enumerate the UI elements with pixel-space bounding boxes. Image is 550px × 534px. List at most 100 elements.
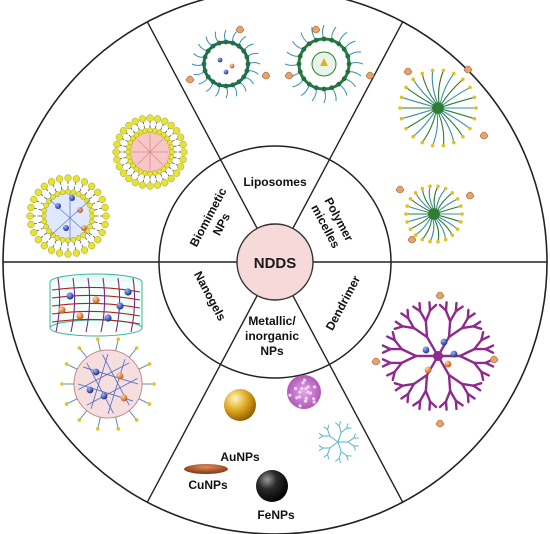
chain-end bbox=[405, 204, 409, 208]
pore bbox=[293, 386, 298, 391]
head-group bbox=[244, 54, 250, 60]
lipid-head bbox=[30, 195, 38, 204]
head-group bbox=[345, 69, 351, 75]
twig bbox=[327, 429, 331, 437]
twig bbox=[347, 437, 355, 443]
micelle-chain bbox=[442, 86, 471, 106]
dendrimer-branch bbox=[428, 400, 432, 411]
dendrimer-branch bbox=[412, 399, 422, 407]
gel-fiber bbox=[130, 277, 136, 333]
lipid-head bbox=[130, 162, 136, 169]
lipid-head bbox=[125, 154, 132, 160]
micelle-chain bbox=[415, 218, 431, 236]
chain-end bbox=[420, 186, 425, 191]
dendrimer-branch bbox=[448, 310, 458, 323]
dendrimer-branch bbox=[381, 358, 392, 365]
dendrimer-branch bbox=[424, 389, 432, 403]
pore bbox=[298, 390, 302, 394]
lipid-head bbox=[127, 139, 134, 146]
chain-end bbox=[474, 106, 478, 110]
lipid-head bbox=[161, 179, 169, 187]
dendrimer-branch bbox=[401, 325, 416, 330]
micelle-chain bbox=[439, 73, 455, 103]
micelle-chain bbox=[438, 198, 458, 212]
lipid-head bbox=[87, 223, 93, 230]
chain-end bbox=[459, 204, 463, 208]
center-label: NDDS bbox=[254, 255, 297, 272]
lipid-head bbox=[179, 140, 187, 149]
dendrimer-branch bbox=[458, 347, 476, 358]
gel-crosslink bbox=[86, 362, 114, 414]
lipid-head bbox=[138, 115, 147, 123]
dendrimer-branch bbox=[447, 319, 452, 339]
lipid-head bbox=[41, 218, 48, 225]
lipid-head bbox=[133, 132, 140, 138]
head-group bbox=[313, 85, 319, 91]
divider-line bbox=[146, 21, 222, 160]
twig bbox=[327, 424, 330, 430]
lipid-head bbox=[133, 166, 140, 172]
lipid-head bbox=[146, 182, 154, 190]
micelle-chain bbox=[405, 87, 434, 106]
lipid-head bbox=[75, 191, 82, 197]
surface-chain bbox=[66, 398, 78, 405]
twig bbox=[337, 432, 342, 443]
gel-crosslink bbox=[83, 366, 139, 385]
dendrimer-branch bbox=[466, 392, 470, 404]
lipid-head bbox=[130, 135, 136, 142]
lipid-head bbox=[65, 237, 71, 244]
chain-end bbox=[404, 126, 408, 131]
label-fenps: FeNPs bbox=[257, 508, 295, 522]
targeting-ligand bbox=[435, 291, 445, 300]
dendrimer-branch bbox=[424, 373, 429, 393]
twig bbox=[353, 445, 357, 451]
chain-end bbox=[77, 418, 82, 422]
head-group bbox=[210, 43, 216, 49]
twig bbox=[338, 420, 342, 426]
chain-end bbox=[468, 126, 472, 131]
lipid-head bbox=[70, 236, 77, 243]
surface-chain bbox=[66, 363, 78, 370]
dendrimer-branch bbox=[406, 316, 416, 330]
dendrimer-branch bbox=[472, 325, 483, 331]
dendrimer-branch bbox=[381, 344, 392, 351]
twig bbox=[338, 458, 342, 464]
twig bbox=[346, 423, 349, 429]
micelle-chain bbox=[442, 110, 471, 129]
lipid-head bbox=[26, 212, 34, 220]
dendrimer-branch bbox=[393, 361, 403, 374]
gel-fiber bbox=[100, 277, 106, 333]
head-group bbox=[210, 79, 216, 85]
pore bbox=[306, 390, 310, 394]
chain-end bbox=[134, 346, 139, 350]
lipid-head bbox=[88, 182, 96, 190]
dendrimer-branch bbox=[412, 326, 429, 339]
micelle-chain bbox=[410, 216, 430, 230]
lipid-head bbox=[164, 162, 170, 169]
label-metallic-line1: Metallic/ bbox=[248, 314, 296, 328]
chain-end bbox=[455, 227, 460, 231]
drug-molecule bbox=[120, 394, 128, 402]
dendrimer-branch bbox=[480, 370, 485, 382]
drug-molecule bbox=[77, 207, 83, 213]
drug-molecule bbox=[66, 292, 74, 300]
dendrimer-branch bbox=[401, 382, 416, 387]
head-group bbox=[241, 74, 247, 80]
dendrimer-branch bbox=[460, 382, 470, 396]
chain-end bbox=[459, 220, 463, 224]
micelle-chain bbox=[439, 205, 462, 213]
head-group bbox=[306, 81, 312, 87]
dendrimer-branch bbox=[448, 389, 458, 402]
lipid-head bbox=[46, 198, 52, 204]
surface-chain bbox=[115, 417, 119, 429]
chain-end bbox=[420, 140, 425, 145]
lipid-head bbox=[40, 242, 48, 250]
inner-divider-line bbox=[292, 295, 331, 365]
dendrimer-branch bbox=[386, 370, 396, 377]
pore bbox=[295, 396, 299, 400]
lipid-head bbox=[54, 235, 61, 241]
lipid-head bbox=[98, 195, 106, 204]
pore bbox=[306, 385, 310, 389]
twig bbox=[346, 455, 349, 461]
